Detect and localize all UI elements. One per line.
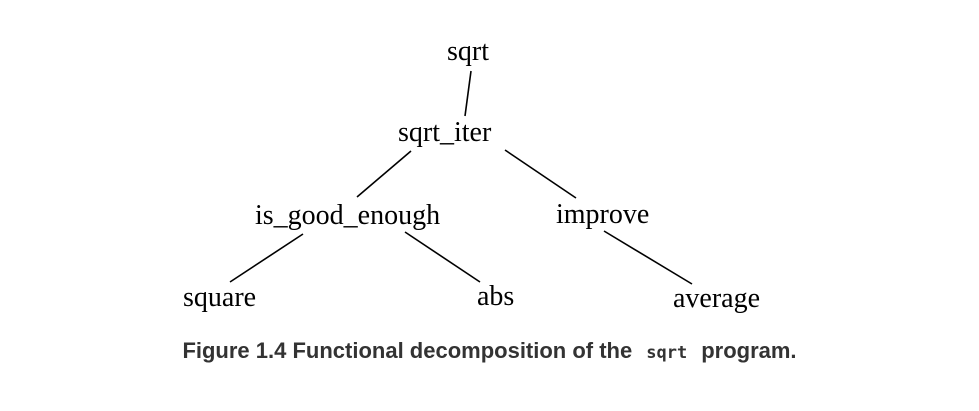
node-sqrt-iter: sqrt_iter [398, 117, 492, 148]
diagram-edges [229, 70, 693, 285]
edge-is-good-enough-abs [404, 231, 481, 283]
node-average: average [673, 283, 761, 314]
caption-text-prefix: Figure 1.4 Functional decomposition of t… [182, 338, 633, 363]
caption-text-suffix: program. [701, 338, 797, 363]
edge-sqrt-iter-improve [504, 149, 577, 199]
edge-sqrt-iter-is-good-enough [356, 150, 412, 198]
caption-code-sqrt: sqrt [646, 343, 688, 363]
node-is-good-enough: is_good_enough [255, 200, 441, 231]
node-improve: improve [556, 199, 650, 230]
node-abs: abs [477, 281, 515, 312]
decomposition-diagram: sqrt sqrt_iter is_good_enough improve sq… [183, 36, 761, 314]
edge-is-good-enough-square [229, 233, 304, 283]
node-sqrt: sqrt [447, 36, 489, 67]
edge-improve-average [603, 230, 693, 285]
edge-sqrt-sqrt-iter [464, 70, 472, 117]
node-square: square [183, 282, 257, 313]
figure-caption: Figure 1.4 Functional decomposition of t… [0, 338, 979, 364]
